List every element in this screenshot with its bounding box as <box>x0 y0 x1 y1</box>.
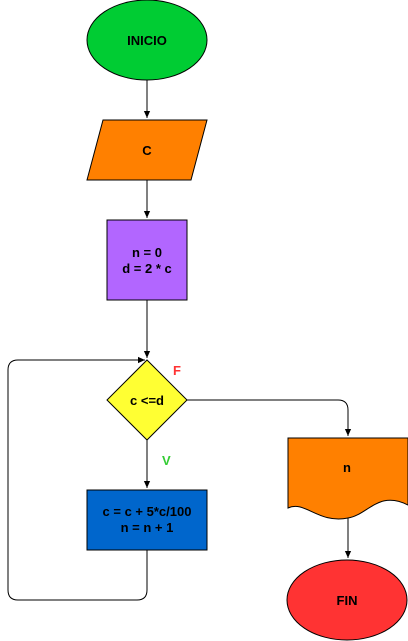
start-terminator <box>86 0 208 81</box>
input-parallelogram <box>86 119 208 181</box>
start-label: INICIO <box>127 33 167 48</box>
end-terminator <box>286 559 408 641</box>
end-label: FIN <box>337 593 358 608</box>
init-line-2: d = 2 * c <box>122 261 172 276</box>
input-node: C <box>86 119 208 181</box>
input-label: C <box>142 143 152 158</box>
start-node: INICIO <box>86 0 208 81</box>
init-process-box <box>106 219 188 301</box>
loop-back-arrow <box>7 356 148 601</box>
loop-body-box <box>86 489 208 551</box>
end-node: FIN <box>286 559 408 641</box>
init-node: n = 0 d = 2 * c <box>106 219 188 301</box>
loop-body-line-2: n = n + 1 <box>121 520 174 535</box>
decision-diamond <box>106 359 188 441</box>
arrow-decision-to-output <box>187 399 352 436</box>
output-document-shape <box>287 437 408 520</box>
decision-node: c <=d <box>106 359 188 441</box>
init-line-1: n = 0 <box>132 245 162 260</box>
decision-label: c <=d <box>130 393 164 408</box>
loop-body-line-1: c = c + 5*c/100 <box>103 504 192 519</box>
loop-body-node: c = c + 5*c/100 n = n + 1 <box>86 489 208 551</box>
output-node: n <box>287 437 408 520</box>
output-label: n <box>343 460 351 475</box>
connectors <box>7 80 352 601</box>
true-branch-label: V <box>162 453 171 468</box>
false-branch-label: F <box>173 363 181 378</box>
